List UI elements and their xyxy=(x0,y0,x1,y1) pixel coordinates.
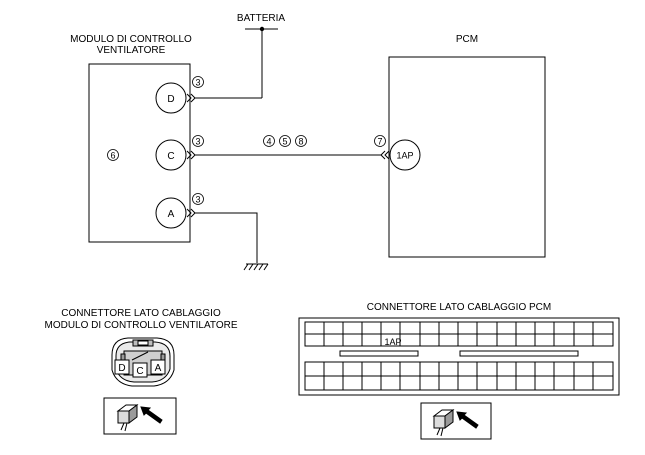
fan-connector-pin-c-label: C xyxy=(136,366,143,377)
harness-side-view-icon xyxy=(116,404,163,432)
pin-d-label: D xyxy=(167,94,174,105)
pin-a-circle xyxy=(155,197,187,229)
pin-a-ground-wire xyxy=(195,212,258,263)
pin-d-ref-circle xyxy=(192,76,204,88)
pcm-pin-1ap-circle xyxy=(389,139,421,171)
pcm-connector-view-frame xyxy=(420,402,492,440)
fan-connector-pin-c-cell xyxy=(132,362,148,378)
fan-connector-pin-d-cell xyxy=(114,359,130,375)
wire-ref-5-number: 5 xyxy=(282,137,287,147)
pcm-connector-grid xyxy=(298,317,620,396)
fan-connector-pin-a-cell xyxy=(150,359,166,375)
wire-ref-4-circle xyxy=(263,135,275,147)
pin-a-ref-number: 3 xyxy=(195,195,200,205)
fan-connector-title-line1: CONNETTORE LATO CABLAGGIO xyxy=(61,308,221,319)
wire-ref-5-circle xyxy=(279,135,291,147)
pcm-connector-arrow xyxy=(380,150,390,160)
fan-module-ref-number: 6 xyxy=(110,151,115,161)
pcm-box xyxy=(388,56,546,258)
pcm-ref-number: 7 xyxy=(377,137,382,147)
wire-ref-8-circle xyxy=(295,135,307,147)
fan-connector-pin-d-label: D xyxy=(118,363,125,374)
fan-control-module-box xyxy=(88,63,191,243)
pin-c-connector-arrow xyxy=(186,150,196,160)
pcm-harness-side-view-icon xyxy=(432,409,479,437)
pcm-connector-title: CONNETTORE LATO CABLAGGIO PCM xyxy=(367,302,551,313)
pin-a-label: A xyxy=(168,209,175,220)
pcm-title: PCM xyxy=(456,34,478,45)
pcm-pin-1ap-label: 1AP xyxy=(396,151,413,161)
pin-a-ref-circle xyxy=(192,193,204,205)
pin-d-ref-number: 3 xyxy=(195,78,200,88)
pin-c-circle xyxy=(155,139,187,171)
fan-connector-view-frame xyxy=(103,397,177,435)
fan-module-title-line1: MODULO DI CONTROLLO xyxy=(70,34,192,45)
fan-connector-diagonal xyxy=(131,351,149,361)
fan-connector-title-line2: MODULO DI CONTROLLO VENTILATORE xyxy=(45,320,238,331)
ground-icon xyxy=(243,263,269,271)
pin-c-label: C xyxy=(167,151,174,162)
pin-c-ref-number: 3 xyxy=(195,137,200,147)
pin-d-circle xyxy=(155,82,187,114)
pin-d-connector-arrow xyxy=(186,93,196,103)
battery-label: BATTERIA xyxy=(237,13,285,24)
wire-ref-8-number: 8 xyxy=(298,137,303,147)
pin-c-ref-circle xyxy=(192,135,204,147)
fan-module-title-line2: VENTILATORE xyxy=(97,45,166,56)
pcm-ref-circle xyxy=(374,135,386,147)
fan-module-ref-circle xyxy=(107,149,119,161)
pin-a-connector-arrow xyxy=(186,208,196,218)
fan-connector-pin-a-label: A xyxy=(155,363,162,374)
pcm-connector-pin-1ap-label: 1AP xyxy=(384,337,401,347)
wire-ref-4-number: 4 xyxy=(266,137,271,147)
